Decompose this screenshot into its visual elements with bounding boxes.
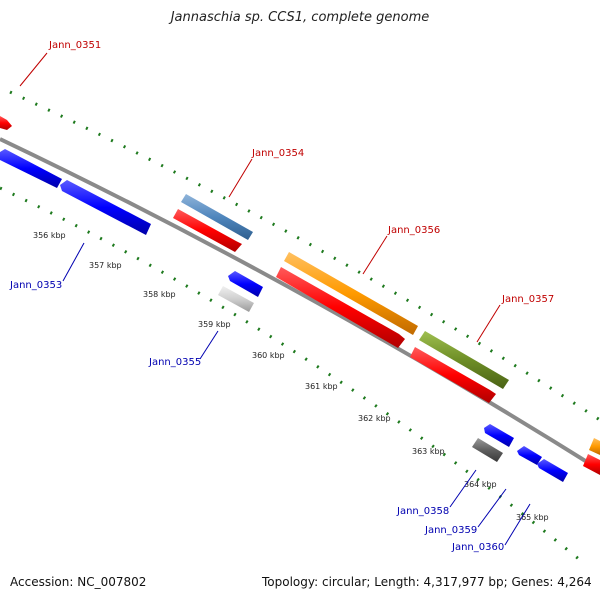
gene-label-jann-0353[interactable]: Jann_0353 [9, 280, 62, 291]
scale-label-356: 356 kbp [33, 231, 66, 240]
gene-label-jann-0354[interactable]: Jann_0354 [251, 148, 304, 159]
gene-jann-0352[interactable] [0, 149, 62, 188]
scale-label-360: 360 kbp [252, 351, 285, 360]
accession-text: Accession: NC_007802 [10, 575, 147, 589]
gene-edge-forward[interactable] [583, 438, 600, 475]
gene-jann-0355[interactable] [228, 271, 263, 297]
gene-jann-0357[interactable] [419, 331, 509, 389]
forward-tick-track [9, 90, 600, 422]
gene-label-jann-0355[interactable]: Jann_0355 [148, 357, 201, 368]
gene-label-jann-0351[interactable]: Jann_0351 [48, 40, 101, 51]
scale-label-358: 358 kbp [143, 290, 176, 299]
gene-jann-0359[interactable] [517, 446, 542, 465]
map-title: Jannaschia sp. CCS1, complete genome [170, 10, 430, 25]
gene-label-jann-0358[interactable]: Jann_0358 [396, 506, 449, 517]
gene-jann-0355-grey[interactable] [218, 286, 254, 312]
scale-label-359: 359 kbp [198, 320, 231, 329]
gene-label-jann-0357[interactable]: Jann_0357 [501, 294, 554, 305]
gene-jann-0354[interactable] [181, 194, 253, 240]
leader-jann-0359 [477, 488, 507, 528]
scale-label-365: 365 kbp [516, 513, 549, 522]
gene-label-jann-0359[interactable]: Jann_0359 [424, 525, 477, 536]
genome-summary-text: Topology: circular; Length: 4,317,977 bp… [262, 575, 592, 589]
gene-jann-0360[interactable] [537, 459, 568, 482]
gene-jann-0358[interactable] [484, 424, 514, 447]
scale-label-361: 361 kbp [305, 382, 338, 391]
leader-jann-0355 [199, 330, 219, 360]
gene-jann-0356-rna[interactable] [276, 267, 405, 348]
leader-jann-0353 [62, 242, 85, 282]
leader-jann-0357 [476, 304, 501, 343]
scale-label-362: 362 kbp [358, 414, 391, 423]
gene-jann-0351[interactable] [0, 116, 12, 130]
leader-jann-0351 [19, 52, 48, 87]
gene-jann-0353[interactable] [60, 180, 151, 235]
scale-label-363: 363 kbp [412, 447, 445, 456]
scale-label-364: 364 kbp [464, 480, 497, 489]
gene-jann-0356[interactable] [284, 252, 418, 335]
leader-jann-0354 [228, 158, 253, 198]
gene-jann-0357-rna[interactable] [410, 347, 496, 403]
genome-backbone [0, 137, 600, 472]
gene-jann-0354-rna[interactable] [173, 209, 242, 252]
gene-label-jann-0360[interactable]: Jann_0360 [451, 542, 504, 553]
leader-jann-0360 [504, 503, 531, 546]
gene-jann-0358-grey[interactable] [472, 438, 503, 462]
scale-label-357: 357 kbp [89, 261, 122, 270]
gene-label-jann-0356[interactable]: Jann_0356 [387, 225, 440, 236]
leader-jann-0358 [449, 469, 477, 508]
leader-jann-0356 [362, 235, 388, 275]
